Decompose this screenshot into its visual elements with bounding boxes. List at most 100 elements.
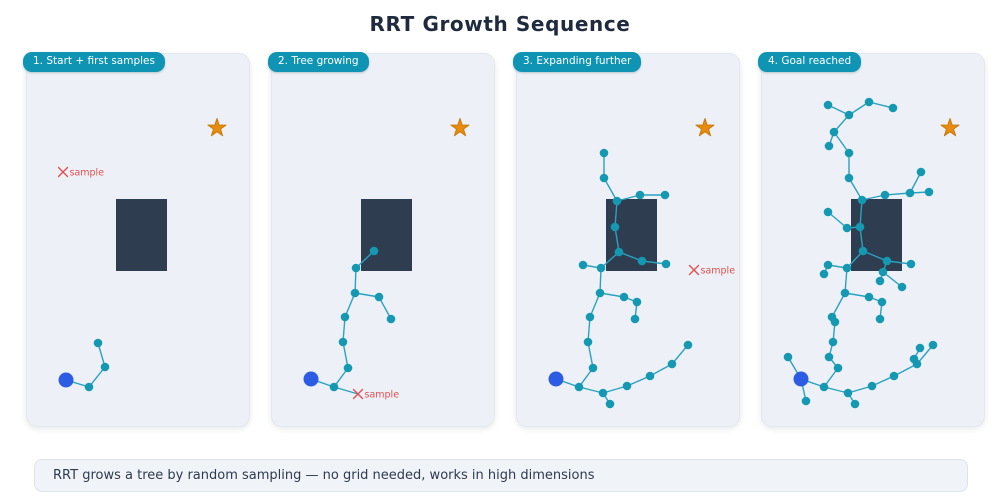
tree-node (829, 127, 839, 137)
tree-node (635, 190, 645, 200)
tree-node (374, 292, 384, 302)
tree-node (783, 352, 793, 362)
tree-node (351, 263, 361, 273)
panel-tree-growing: sample 2. Tree growing (268, 52, 495, 427)
tree-node (622, 381, 632, 391)
tree-node (598, 388, 608, 398)
tree-node (350, 288, 360, 298)
tree-node (619, 292, 629, 302)
tree-node (645, 371, 655, 381)
tree-node (823, 260, 833, 270)
caption-text: RRT grows a tree by random sampling — no… (53, 468, 595, 483)
tree-edge (893, 363, 918, 377)
panel-start-first-samples: sample 1. Start + first samples (23, 52, 250, 427)
tree-node (824, 352, 834, 362)
tree-node (338, 337, 348, 347)
tree-node (878, 267, 888, 277)
tree-node (578, 260, 588, 270)
obstacle-rect (116, 199, 167, 271)
tree-node (595, 288, 605, 298)
tree-node (828, 337, 838, 347)
tree-node (867, 381, 877, 391)
tree-node (844, 110, 854, 120)
tree-node (864, 97, 874, 107)
panel-expanding-further: sample 3. Expanding further (513, 52, 740, 427)
caption-box: RRT grows a tree by random sampling — no… (34, 459, 968, 492)
tree-node (875, 314, 885, 324)
sample-label: sample (70, 168, 105, 179)
tree-node (880, 190, 890, 200)
tree-node (801, 396, 811, 406)
obstacle-rect (606, 199, 657, 271)
tree-edge (833, 131, 850, 154)
tree-node (844, 148, 854, 158)
tree-node (830, 317, 840, 327)
goal-star-icon (940, 118, 960, 137)
goal-star-icon (695, 118, 715, 137)
goal-star-icon (207, 118, 227, 137)
tree-node (637, 256, 647, 266)
tree-node (823, 207, 833, 217)
tree-node (605, 399, 615, 409)
start-node (793, 371, 809, 387)
sample-label: sample (365, 390, 400, 401)
tree-node (329, 382, 339, 392)
tree-node (610, 222, 620, 232)
tree-node (340, 312, 350, 322)
tree-node (612, 196, 622, 206)
start-node (303, 371, 319, 387)
tree-node (588, 363, 598, 373)
tree-node (833, 363, 843, 373)
tree-node (660, 190, 670, 200)
tree-node (842, 263, 852, 273)
tree-node (882, 256, 892, 266)
sample-x-icon (688, 264, 700, 276)
tree-node (877, 297, 887, 307)
tree-node (864, 292, 874, 302)
sample-x-icon (57, 166, 69, 178)
tree-node (630, 314, 640, 324)
tree-node (844, 173, 854, 183)
obstacle-rect (851, 199, 902, 271)
tree-edge (344, 292, 356, 318)
goal-star-icon (450, 118, 470, 137)
tree-node (585, 312, 595, 322)
tree-node (823, 100, 833, 110)
tree-edge (589, 292, 601, 318)
tree-node (916, 167, 926, 177)
tree-node (888, 103, 898, 113)
page-title: RRT Growth Sequence (369, 12, 631, 36)
tree-node (596, 263, 606, 273)
tree-node (683, 340, 693, 350)
start-node (58, 372, 74, 388)
tree-node (84, 382, 94, 392)
tree-svg: sample (57, 118, 227, 392)
tree-edge (859, 199, 863, 228)
obstacle-rect (361, 199, 412, 271)
tree-node (928, 340, 938, 350)
tree-edge (587, 341, 594, 369)
tree-node (824, 141, 834, 151)
tree-node (599, 148, 609, 158)
sample-label: sample (701, 266, 736, 277)
tree-node (875, 276, 885, 286)
tree-node (386, 314, 396, 324)
tree-node (819, 269, 829, 279)
tree-edge (603, 177, 618, 202)
tree-node (924, 187, 934, 197)
tree-node (858, 246, 868, 256)
tree-node (667, 359, 677, 369)
tree-svg: sample (548, 118, 736, 409)
panel-badge: 1. Start + first samples (23, 52, 165, 72)
tree-node (905, 188, 915, 198)
tree-node (369, 246, 379, 256)
tree-node (906, 259, 916, 269)
panel-badge: 2. Tree growing (268, 52, 369, 72)
tree-node (909, 354, 919, 364)
tree-node (343, 363, 353, 373)
tree-node (599, 173, 609, 183)
tree-node (850, 399, 860, 409)
panel-goal-reached: 4. Goal reached (758, 52, 985, 427)
tree-node (819, 382, 829, 392)
